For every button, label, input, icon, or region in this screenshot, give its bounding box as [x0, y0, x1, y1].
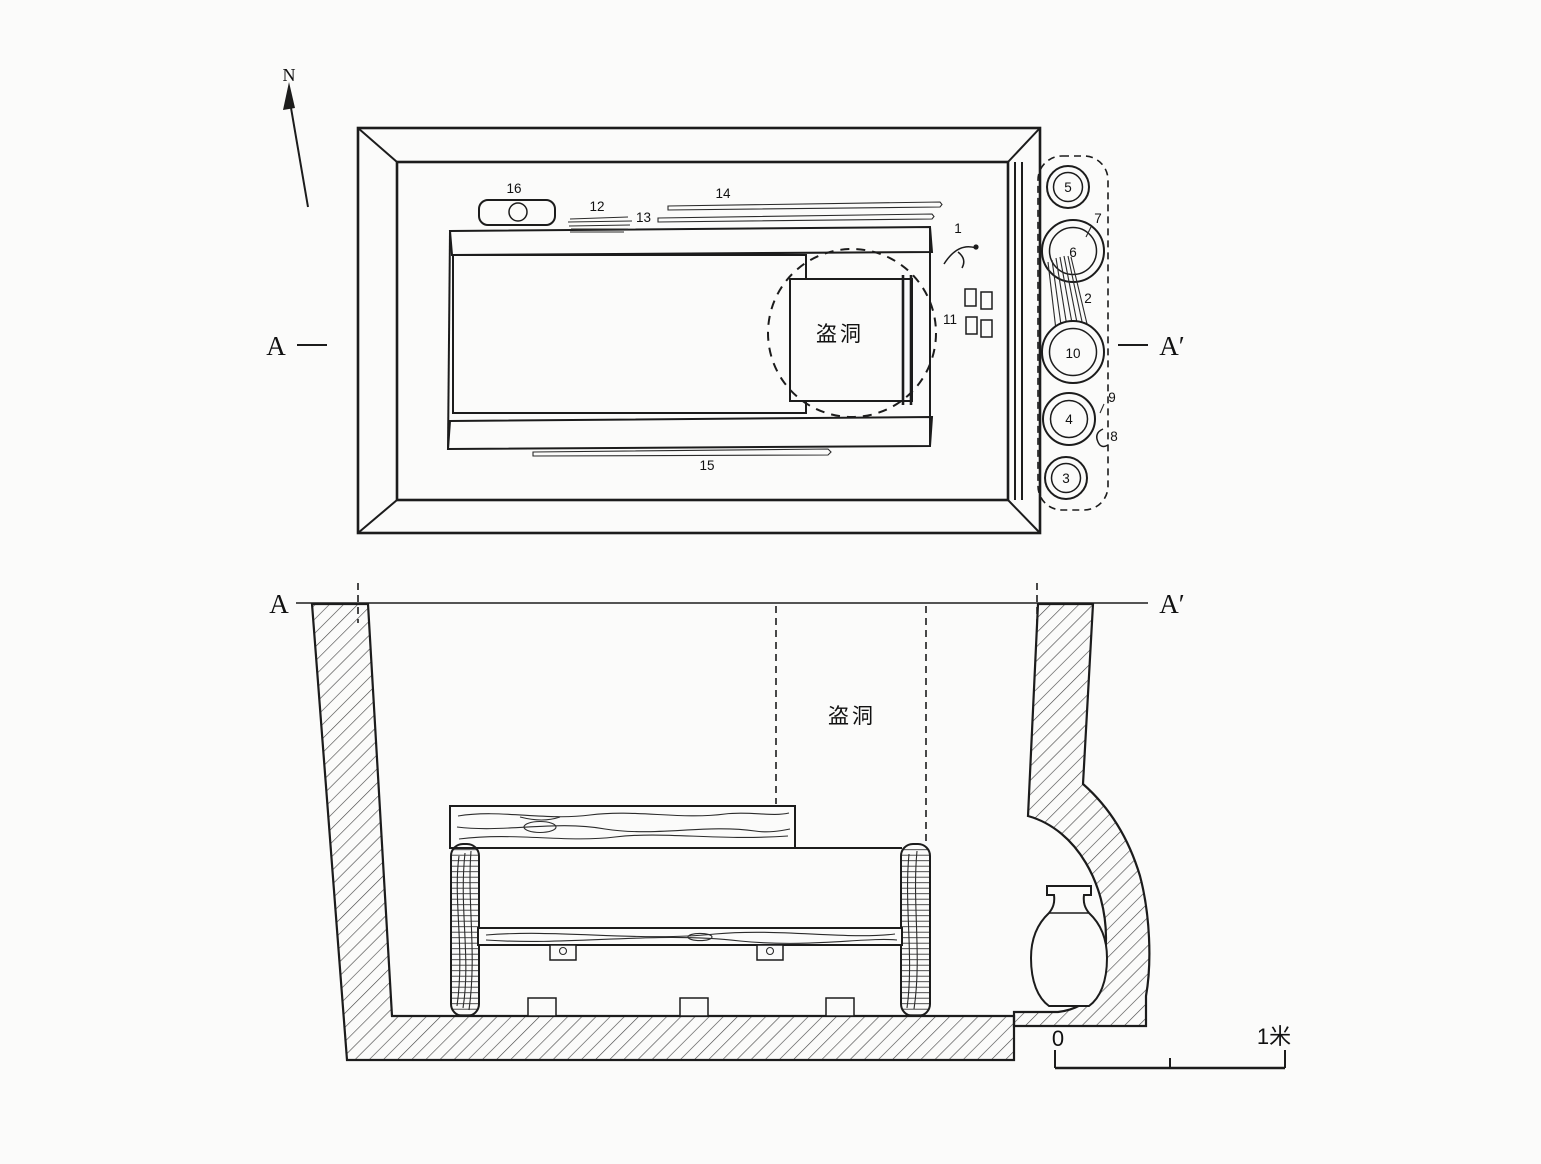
section-ground-line: A A′	[269, 583, 1185, 623]
coffin-cleats	[549, 944, 784, 961]
artifact-8: 8	[1096, 428, 1118, 448]
plan-coffin-east-box	[789, 278, 913, 402]
label-8: 8	[1110, 429, 1118, 444]
section-robber-hole: 盗洞	[775, 606, 927, 845]
plan-a-left: A	[266, 331, 286, 361]
plan-view: N A A′	[266, 65, 1185, 535]
artifact-14: 14	[667, 186, 943, 211]
coffin-lid-plank	[449, 805, 796, 849]
plan-robber-hole: 盗洞	[767, 248, 937, 418]
plan-vessel-niche: 5 6 2 10	[1037, 155, 1118, 511]
label-6: 6	[1069, 245, 1077, 260]
artifact-2: 2	[1047, 255, 1092, 335]
label-11: 11	[943, 312, 957, 327]
coffin-end-plank-left	[450, 843, 480, 1017]
label-13: 13	[636, 210, 651, 225]
artifact-16: 16	[478, 181, 556, 226]
plan-a-right: A′	[1159, 331, 1184, 361]
vessel-4: 4	[1042, 392, 1096, 446]
north-arrow-head	[283, 82, 295, 110]
label-16: 16	[506, 181, 521, 196]
artifact-1: 1	[943, 221, 979, 269]
niche-pot	[1029, 885, 1109, 1007]
artifact-9: 9	[1099, 390, 1116, 414]
plan-section-line: A A′	[266, 331, 1184, 361]
label-4: 4	[1065, 412, 1073, 427]
vessel-5: 5	[1046, 165, 1090, 209]
label-1: 1	[954, 221, 962, 236]
label-15: 15	[699, 458, 714, 473]
vessel-6: 6	[1041, 219, 1105, 283]
section-coffin	[449, 805, 931, 1017]
label-10: 10	[1065, 346, 1080, 361]
label-3: 3	[1062, 471, 1070, 486]
plan-robber-hole-label: 盗洞	[816, 323, 864, 346]
section-a-left: A	[269, 589, 289, 619]
artifact-15: 15	[532, 448, 832, 473]
north-label: N	[283, 65, 296, 85]
label-5: 5	[1064, 180, 1072, 195]
section-robber-hole-label: 盗洞	[828, 705, 876, 728]
section-view: A A′ 盗洞	[269, 583, 1291, 1070]
coffin-sleepers	[527, 997, 855, 1017]
artifact-13: 13	[636, 210, 935, 225]
label-2: 2	[1084, 291, 1092, 306]
label-9: 9	[1108, 390, 1116, 405]
north-arrow: N	[283, 65, 309, 208]
earth-right-wall-niche	[1012, 602, 1151, 1028]
coffin-floor-plank	[477, 927, 903, 946]
label-12: 12	[589, 199, 604, 214]
label-7: 7	[1094, 211, 1102, 226]
scale-meter: 1米	[1257, 1024, 1291, 1049]
vessel-3: 3	[1044, 456, 1088, 500]
label-14: 14	[715, 186, 731, 201]
artifact-12: 12	[567, 199, 633, 233]
section-a-right: A′	[1159, 589, 1184, 619]
artifact-11: 11	[943, 288, 993, 338]
artifact-7: 7	[1085, 211, 1102, 238]
coffin-end-plank-right	[900, 843, 931, 1017]
plan-coffin-chamber	[446, 225, 934, 451]
plan-coffin-lid	[452, 254, 807, 414]
scale-bar: 0 1米	[1052, 1024, 1291, 1070]
scale-zero: 0	[1052, 1026, 1064, 1051]
vessel-10: 10	[1041, 320, 1105, 384]
